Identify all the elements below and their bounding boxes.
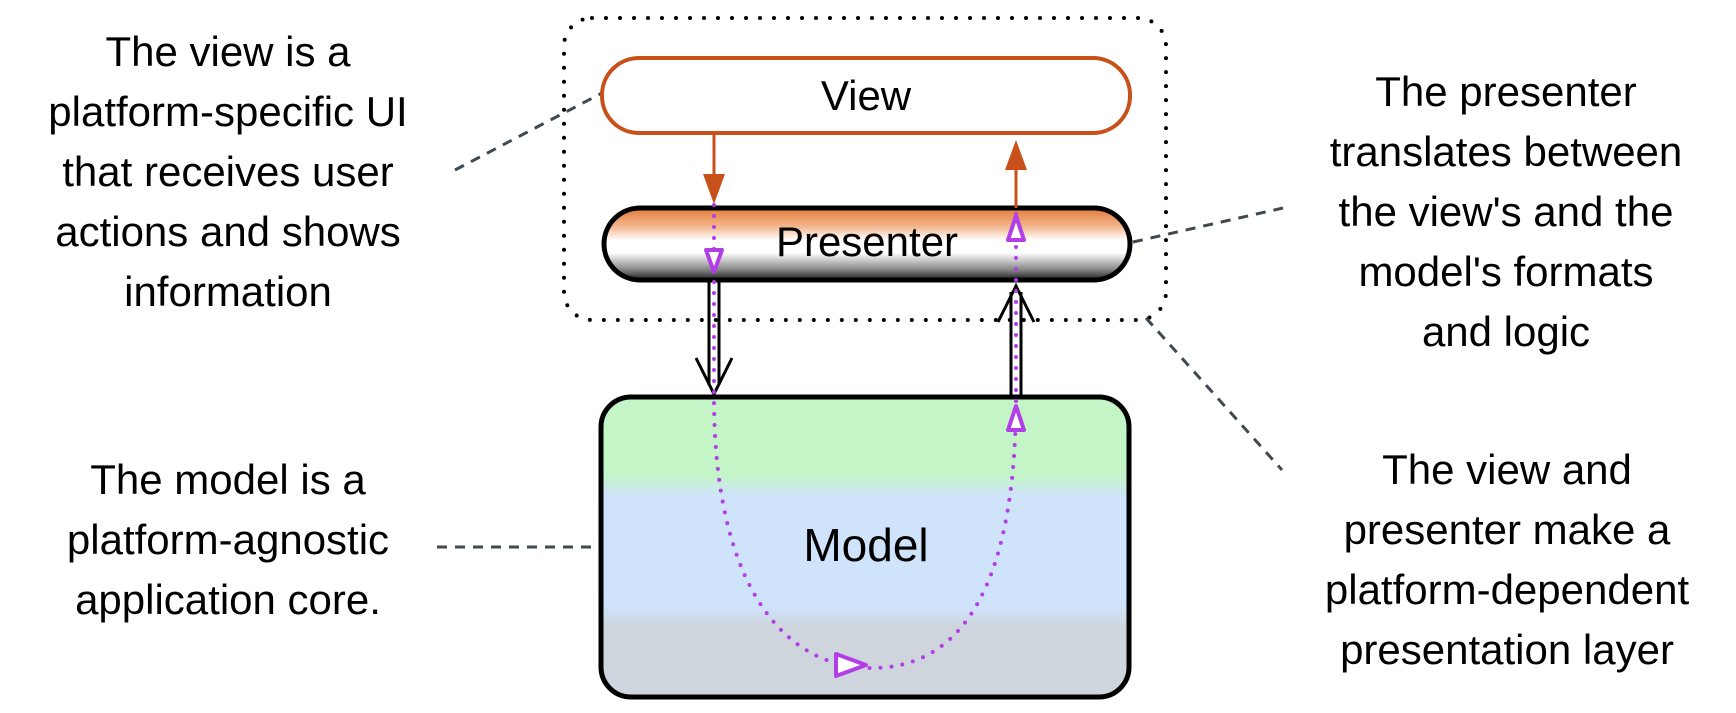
model-annotation-line: The model is a	[90, 456, 366, 503]
model-label: Model	[803, 519, 929, 571]
view-to-presenter-arrow	[703, 133, 725, 204]
layer-annotation-line: presenter make a	[1343, 506, 1671, 553]
presenter-box	[601, 205, 1133, 283]
presenter-annotation-line: and logic	[1421, 308, 1591, 355]
view-annotation-line: information	[124, 268, 332, 315]
layer-annotation-line: presentation layer	[1340, 626, 1674, 673]
layer-note-leader	[1144, 316, 1284, 472]
model-annotation: The model is a platform-agnostic applica…	[18, 450, 438, 630]
view-annotation-line: actions and shows	[55, 208, 401, 255]
presenter-to-view-arrow	[1005, 140, 1027, 208]
view-annotation-line: that receives user	[62, 148, 394, 195]
presenter-annotation-line: translates between	[1329, 128, 1683, 175]
data-flow-arrowhead-presenter-down	[704, 248, 724, 274]
presenter-annotation-line: the view's and the	[1338, 188, 1674, 235]
view-annotation-line: The view is a	[105, 28, 351, 75]
presentation-layer-boundary	[562, 16, 1168, 322]
data-flow-arrowhead-presenter-up	[1006, 214, 1026, 242]
data-flow-arrowhead-model-bottom	[834, 652, 868, 678]
view-label: View	[820, 72, 912, 119]
model-box	[598, 394, 1132, 700]
layer-annotation-line: platform-dependent	[1324, 566, 1690, 613]
view-annotation: The view is a platform-specific UI that …	[0, 22, 456, 322]
model-to-presenter-arrow	[996, 282, 1036, 397]
view-box	[600, 56, 1132, 135]
model-annotation-line: platform-agnostic	[66, 516, 390, 563]
layer-annotation-line: The view and	[1382, 446, 1632, 493]
presenter-annotation: The presenter translates between the vie…	[1282, 62, 1730, 362]
presenter-annotation-line: The presenter	[1375, 68, 1637, 115]
view-note-leader	[454, 91, 603, 172]
view-annotation-line: platform-specific UI	[48, 88, 408, 135]
presentation-layer-annotation: The view and presenter make a platform-d…	[1282, 440, 1732, 680]
presenter-annotation-line: model's formats	[1358, 248, 1654, 295]
data-flow-arrowhead-model-up	[1006, 404, 1026, 432]
model-annotation-line: application core.	[75, 576, 381, 623]
presenter-label: Presenter	[775, 218, 959, 265]
presenter-note-leader	[1132, 206, 1284, 244]
